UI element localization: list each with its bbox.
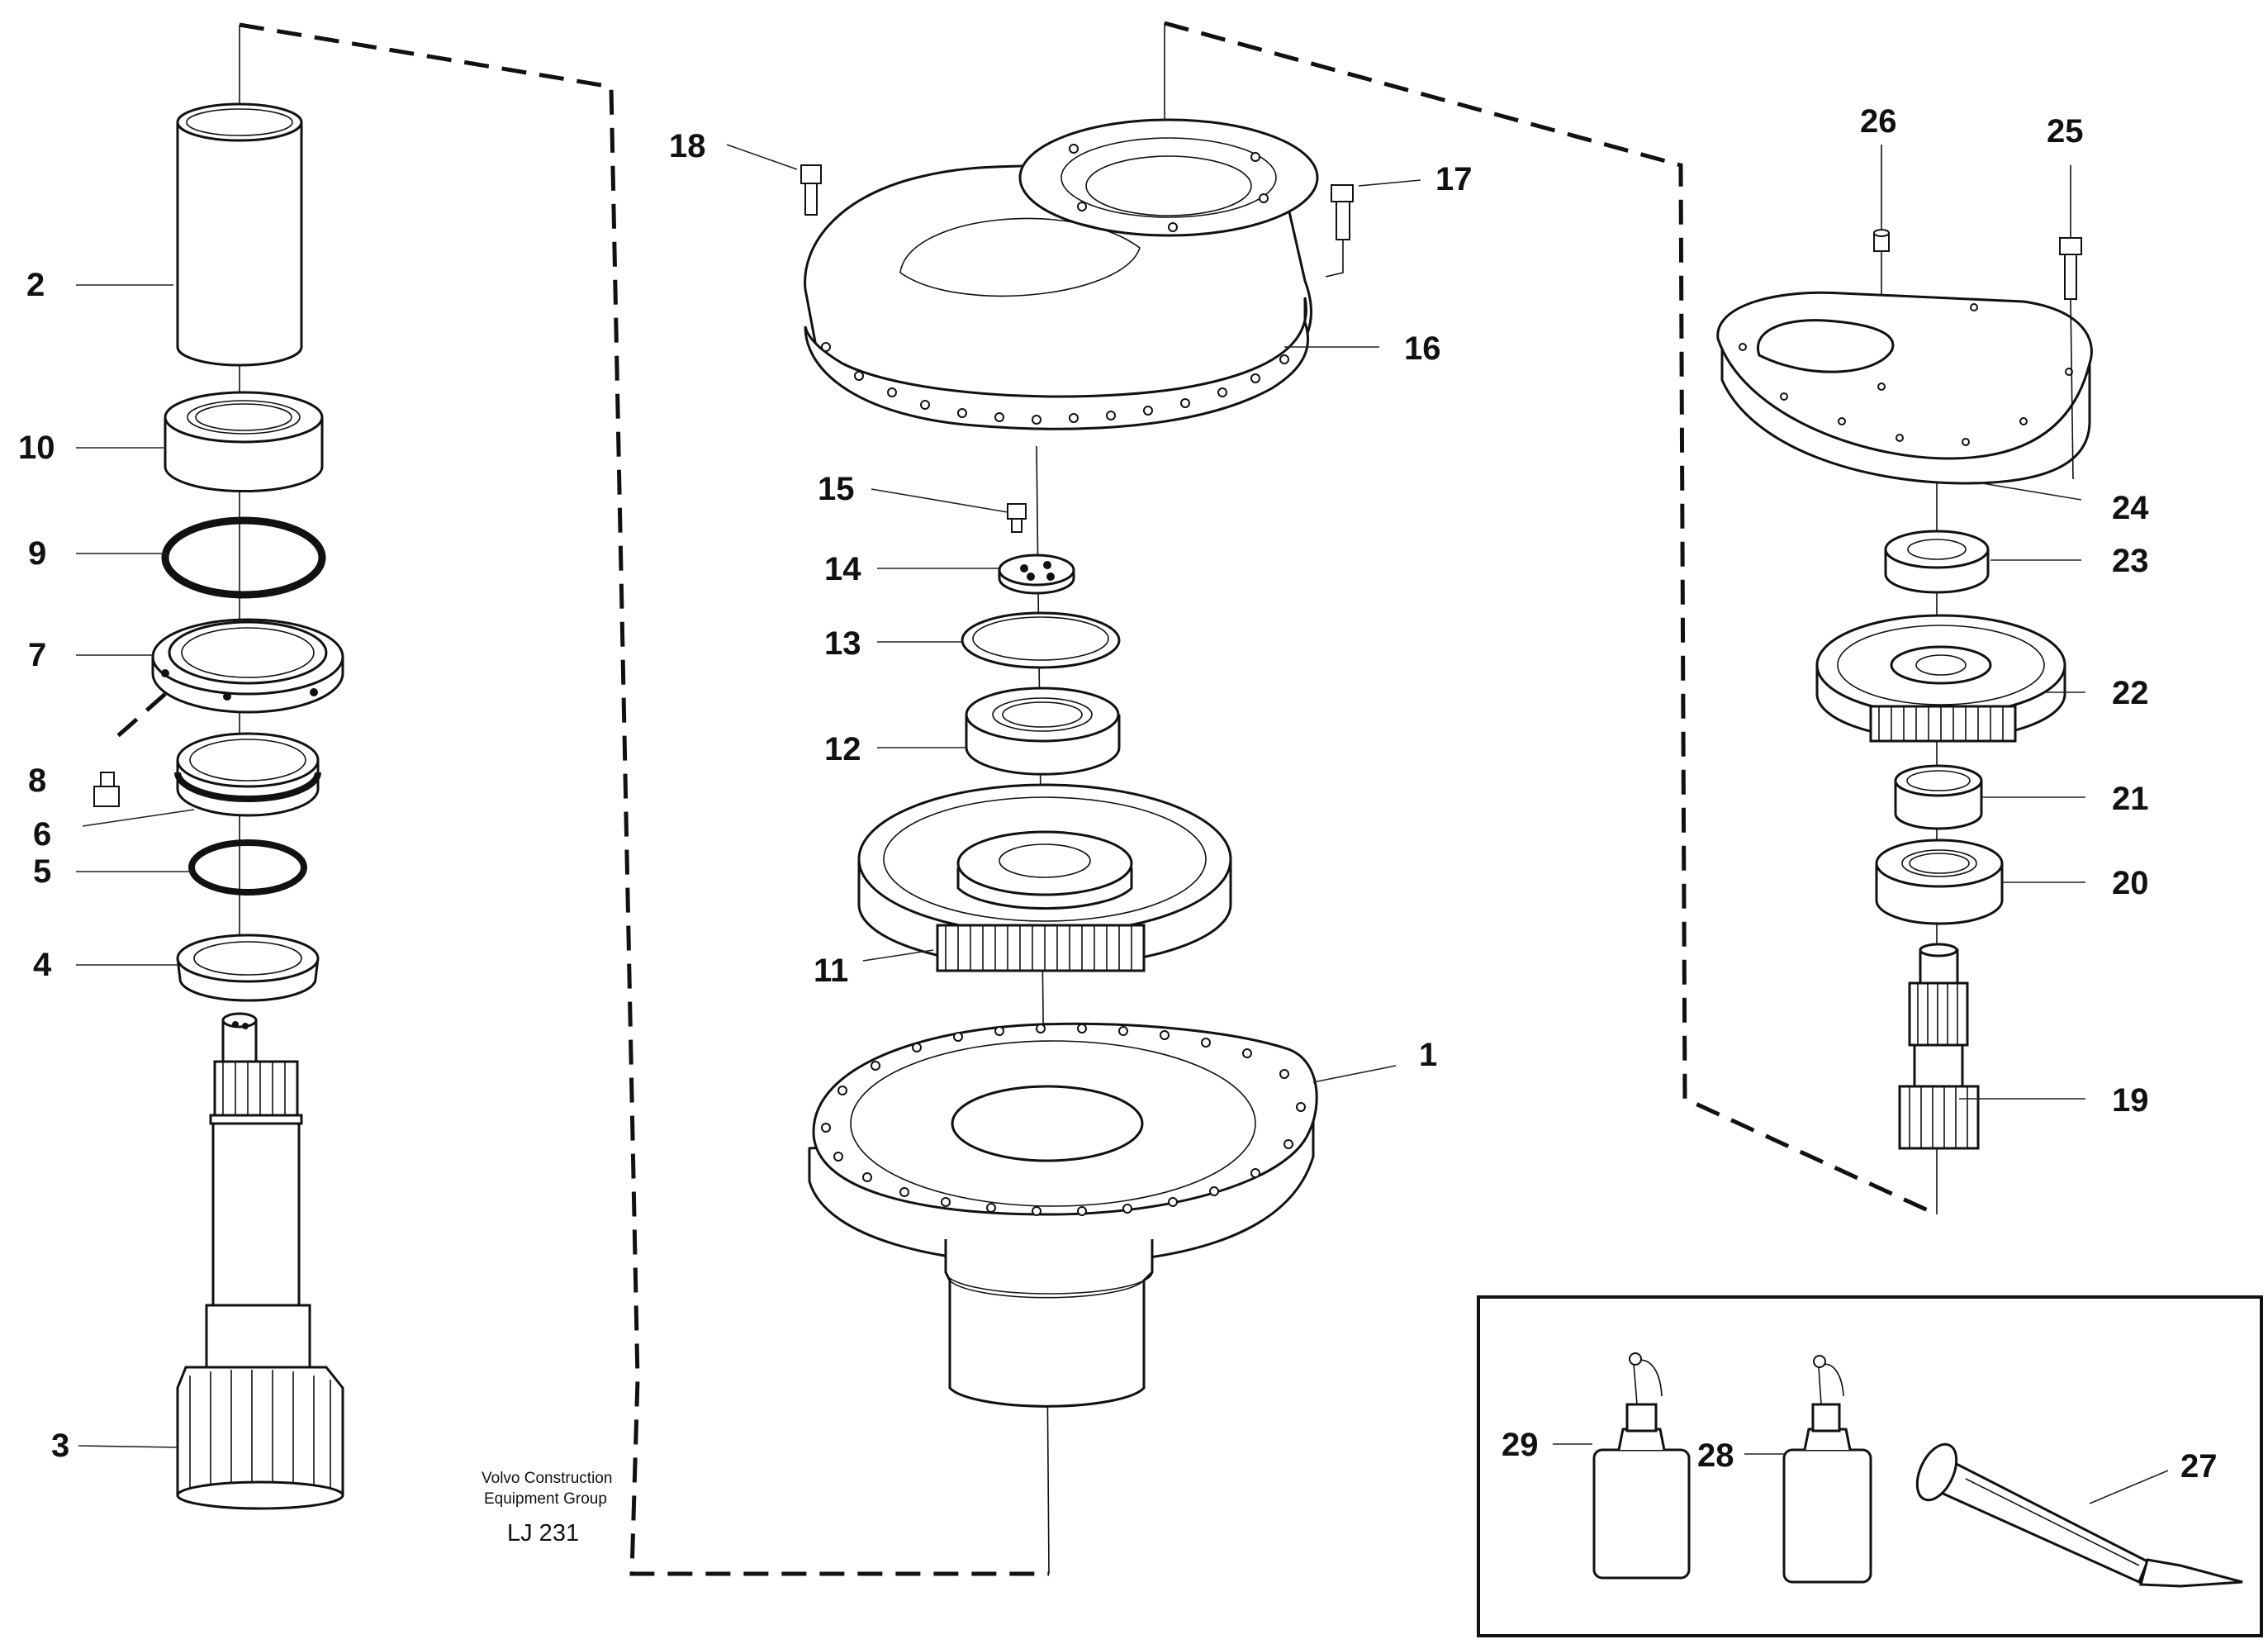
leader-lines xyxy=(76,284,2169,1504)
part-21-spacer xyxy=(1894,764,1983,830)
callout-8: 8 xyxy=(28,763,46,799)
part-7-flange xyxy=(151,618,344,714)
callout-29: 29 xyxy=(1502,1427,1539,1463)
part-2-sleeve xyxy=(176,102,303,367)
part-13-ring xyxy=(961,611,1121,669)
center-gearbox-assembly xyxy=(726,23,1421,1575)
diagram-caption: Volvo Construction Equipment Group LJ 23… xyxy=(482,1470,612,1547)
callout-22: 22 xyxy=(2112,675,2149,711)
dashed-assembly-guides xyxy=(239,21,1938,1576)
part-20-bearing xyxy=(1875,839,2004,925)
callout-17: 17 xyxy=(1435,161,1473,197)
callout-13: 13 xyxy=(824,625,861,662)
callout-25: 25 xyxy=(2047,113,2084,150)
part-25-bolt xyxy=(2059,165,2082,480)
callout-19: 19 xyxy=(2112,1082,2149,1119)
callout-5: 5 xyxy=(33,853,51,890)
callout-14: 14 xyxy=(824,551,861,587)
part-18-bolt xyxy=(726,144,822,216)
right-intermediate-assembly xyxy=(1716,145,2093,1214)
callout-28: 28 xyxy=(1697,1437,1734,1474)
callout-27: 27 xyxy=(2180,1448,2218,1485)
callout-2: 2 xyxy=(26,267,45,303)
part-9-o-ring xyxy=(161,516,326,599)
part-28-bottle xyxy=(1782,1355,1872,1584)
callout-4: 4 xyxy=(33,947,52,983)
part-8-bolt xyxy=(93,692,167,807)
callout-labels: 2 10 9 7 8 6 5 4 3 18 17 16 15 14 13 12 … xyxy=(18,103,2218,1485)
callout-11: 11 xyxy=(814,953,848,989)
part-19-pinion-shaft xyxy=(1898,943,1980,1150)
part-5-o-ring xyxy=(188,839,307,896)
part-1-ring-gear-housing xyxy=(808,1022,1318,1408)
part-16-housing-cover xyxy=(804,118,1319,430)
callout-23: 23 xyxy=(2112,543,2149,579)
callout-15: 15 xyxy=(818,471,855,507)
callout-9: 9 xyxy=(28,535,46,572)
callout-1: 1 xyxy=(1419,1037,1437,1073)
callout-20: 20 xyxy=(2112,865,2149,901)
part-26-screw xyxy=(1873,229,1890,252)
part-24-cover xyxy=(1716,291,2093,485)
callout-16: 16 xyxy=(1404,330,1441,367)
part-29-bottle xyxy=(1592,1352,1691,1580)
part-22-gear xyxy=(1815,614,2066,743)
part-3-pinion-shaft xyxy=(176,1012,344,1510)
caption-drawing-code: LJ 231 xyxy=(507,1520,579,1547)
caption-company-line1: Volvo Construction xyxy=(482,1470,612,1487)
part-11-gear xyxy=(857,783,1232,972)
part-10-bearing xyxy=(164,391,324,493)
callout-26: 26 xyxy=(1860,103,1897,140)
left-shaft-assembly xyxy=(93,25,344,1510)
callout-21: 21 xyxy=(2112,781,2149,817)
callout-6: 6 xyxy=(33,816,51,853)
part-23-bearing xyxy=(1884,530,1990,594)
part-14-lock-plate xyxy=(998,554,1075,595)
caption-company-line2: Equipment Group xyxy=(484,1490,607,1508)
part-4-bearing-race xyxy=(176,934,320,1002)
part-15-bolt xyxy=(1007,503,1027,533)
part-27-grease-tube xyxy=(1915,1442,2243,1588)
consumables-inset xyxy=(1477,1295,2263,1637)
callout-24: 24 xyxy=(2112,490,2149,526)
part-6-seal xyxy=(174,732,321,817)
part-12-bearing xyxy=(965,687,1121,776)
callout-3: 3 xyxy=(51,1428,69,1464)
callout-10: 10 xyxy=(18,430,55,466)
callout-7: 7 xyxy=(28,637,46,673)
callout-12: 12 xyxy=(824,731,861,767)
callout-18: 18 xyxy=(669,128,706,164)
part-17-bolt xyxy=(1325,179,1421,278)
